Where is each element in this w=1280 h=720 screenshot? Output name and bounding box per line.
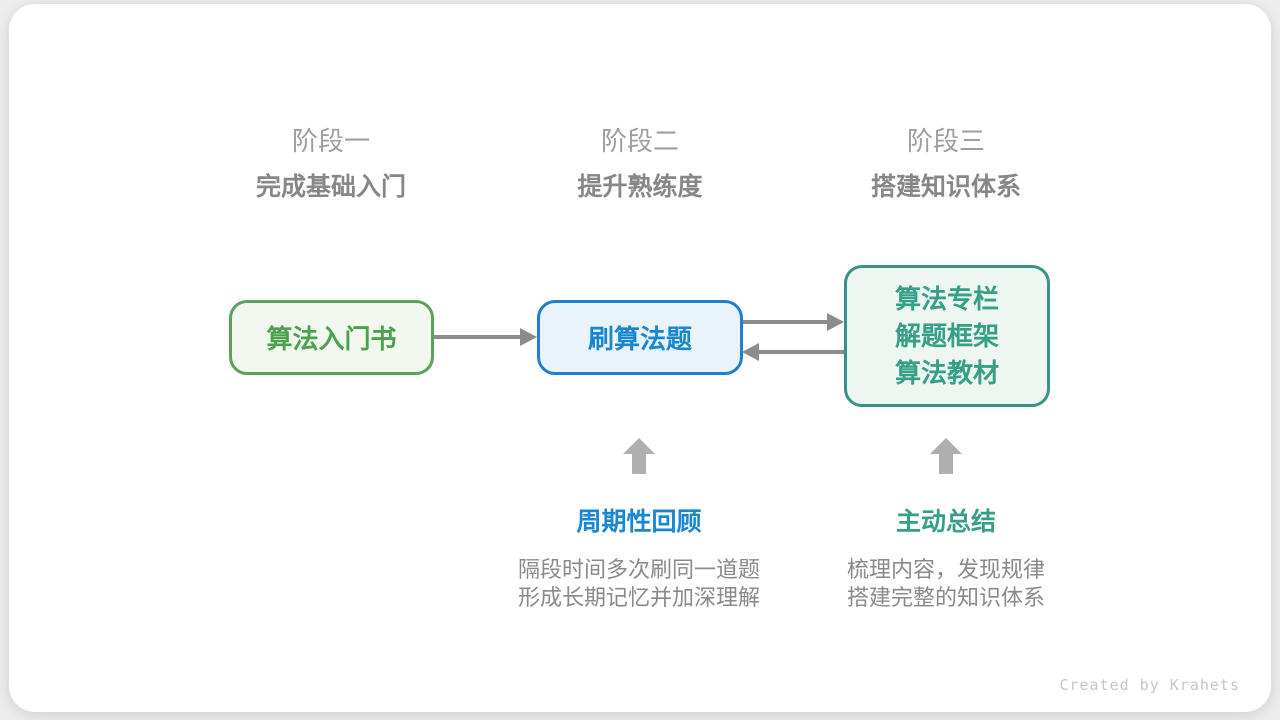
annotation-summary-title: 主动总结	[895, 508, 997, 536]
node-intro-book-label: 算法入门书	[266, 324, 397, 354]
arrow-up-stem	[939, 454, 953, 474]
arrow-up-stem	[632, 454, 646, 474]
arrow-up-icon	[930, 438, 962, 474]
stage-2-header: 阶段二 提升熟练度	[577, 126, 702, 202]
node-resources-line-3: 算法教材	[894, 357, 999, 388]
stage-3-label: 阶段三	[906, 126, 986, 156]
annotation-review-title: 周期性回顾	[576, 508, 702, 536]
annotation-summary-desc-line-2: 搭建完整的知识体系	[846, 585, 1046, 610]
node-resources: 算法专栏 解题框架 算法教材	[844, 265, 1050, 407]
stage-1-subtitle: 完成基础入门	[255, 173, 407, 201]
node-resources-line-1: 算法专栏	[894, 283, 999, 314]
stage-3-header: 阶段三 搭建知识体系	[871, 126, 1021, 202]
annotation-active-summary: 主动总结 梳理内容，发现规律 搭建完整的知识体系	[847, 508, 1045, 612]
arrow-line	[759, 350, 844, 354]
arrow-up-head	[930, 438, 962, 454]
arrow-head-left	[742, 343, 759, 361]
stage-2-label: 阶段二	[600, 126, 680, 156]
stage-3-subtitle: 搭建知识体系	[870, 173, 1022, 201]
stage-1-label: 阶段一	[291, 126, 371, 156]
annotation-review-desc-line-2: 形成长期记忆并加深理解	[517, 585, 761, 610]
arrow-up-icon	[623, 438, 655, 474]
arrow-up-head	[623, 438, 655, 454]
annotation-summary-desc: 梳理内容，发现规律 搭建完整的知识体系	[847, 556, 1045, 612]
annotation-review-desc-line-1: 隔段时间多次刷同一道题	[517, 557, 761, 582]
node-intro-book: 算法入门书	[229, 300, 434, 375]
stage-2-subtitle: 提升熟练度	[577, 173, 703, 201]
annotation-review-desc: 隔段时间多次刷同一道题 形成长期记忆并加深理解	[518, 556, 760, 612]
credit-text: Created by Krahets	[1059, 676, 1240, 694]
node-practice: 刷算法题	[537, 300, 743, 375]
node-practice-label: 刷算法题	[587, 324, 692, 354]
node-resources-line-2: 解题框架	[894, 320, 999, 351]
annotation-periodic-review: 周期性回顾 隔段时间多次刷同一道题 形成长期记忆并加深理解	[518, 508, 760, 612]
arrow-line	[743, 320, 827, 324]
arrow-head-right	[827, 313, 844, 331]
arrow-line	[434, 335, 520, 339]
annotation-summary-desc-line-1: 梳理内容，发现规律	[846, 557, 1046, 582]
stage-1-header: 阶段一 完成基础入门	[256, 126, 406, 202]
arrow-head-right	[520, 328, 537, 346]
